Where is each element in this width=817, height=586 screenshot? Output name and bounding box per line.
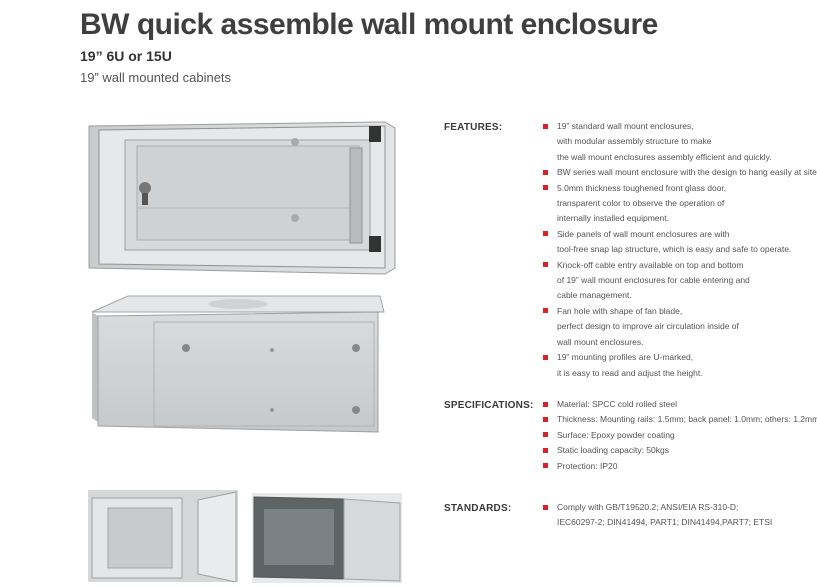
- specifications-item-line: Protection: IP20: [557, 460, 618, 471]
- page-tagline: 19” wall mounted cabinets: [80, 70, 232, 85]
- features-item: Knock-off cable entry available on top a…: [541, 258, 811, 304]
- features-item-line: Knock-off cable entry available on top a…: [557, 259, 744, 270]
- features-item-line: BW series wall mount enclosure with the …: [557, 167, 817, 178]
- features-item: 19” mounting profiles are U-marked, it is…: [541, 350, 811, 381]
- features-item: Fan hole with shape of fan blade, perfect…: [541, 304, 811, 350]
- specifications-item: Static loading capacity: 50kgs: [541, 443, 811, 458]
- features-item-line: Side panels of wall mount enclosures are…: [557, 228, 730, 239]
- glass-door-enclosure-image: [88, 121, 396, 275]
- closed-enclosure-image: [91, 295, 385, 433]
- features-item: 19” standard wall mount enclosures, with …: [541, 119, 811, 165]
- features-list: 19” standard wall mount enclosures, with …: [541, 119, 817, 381]
- standards-list: Comply with GB/T19520.2; ANSI/EIA RS-310…: [541, 500, 811, 531]
- features-item-line: perfect design to improve air circulatio…: [557, 321, 739, 332]
- features-item-line: 19” mounting profiles are U-marked,: [557, 352, 694, 363]
- features-item-line: transparent color to observe the operati…: [557, 198, 725, 209]
- specifications-item: Protection: IP20: [541, 459, 811, 474]
- page-title: BW quick assemble wall mount enclosure: [80, 8, 658, 41]
- features-item-line: internally installed equipment.: [557, 213, 669, 224]
- standards-item-line: Comply with GB/T19520.2; ANSI/EIA RS-310…: [557, 502, 739, 512]
- features-item-line: Fan hole with shape of fan blade,: [557, 305, 683, 316]
- glass-enclosure-image: [252, 493, 402, 583]
- specifications-item-line: Static loading capacity: 50kgs: [557, 445, 669, 456]
- features-item-line: of 19” wall mount enclosures for cable e…: [557, 275, 750, 286]
- features-item-line: 19” standard wall mount enclosures,: [557, 121, 694, 131]
- features-item: 5.0mm thickness toughened front glass do…: [541, 181, 811, 227]
- specifications-item: Surface: Epoxy powder coating: [541, 428, 811, 443]
- standards-item-line: IEC60297-2; DIN41494, PART1; DIN41494,PA…: [557, 517, 773, 528]
- features-item: BW series wall mount enclosure with the …: [541, 165, 817, 180]
- standards-item: Comply with GB/T19520.2; ANSI/EIA RS-310…: [541, 500, 811, 531]
- features-item-line: it is easy to read and adjust the height…: [557, 367, 703, 378]
- specifications-item-line: Surface: Epoxy powder coating: [557, 429, 675, 440]
- features-item-line: 5.0mm thickness toughened front glass do…: [557, 182, 727, 193]
- features-label: FEATURES:: [444, 122, 503, 133]
- specifications-label: SPECIFICATIONS:: [444, 400, 534, 411]
- features-item-line: tool-free snap lap structure, which is e…: [557, 244, 792, 255]
- specifications-item-line: Thickness: Mounting rails: 1.5mm; back p…: [557, 414, 817, 425]
- features-item: Side panels of wall mount enclosures are…: [541, 227, 811, 258]
- features-item-line: wall mount enclosures.: [557, 336, 644, 347]
- features-item-line: with modular assembly structure to make: [557, 136, 712, 147]
- features-item-line: the wall mount enclosures assembly effic…: [557, 151, 772, 162]
- specifications-item: Material: SPCC cold rolled steel: [541, 397, 811, 412]
- features-item-line: cable management.: [557, 290, 632, 301]
- page-subtitle: 19” 6U or 15U: [80, 48, 172, 64]
- standards-label: STANDARDS:: [444, 503, 512, 514]
- specifications-item: Thickness: Mounting rails: 1.5mm; back p…: [541, 412, 817, 427]
- open-enclosure-image: [88, 490, 238, 582]
- specifications-item-line: Material: SPCC cold rolled steel: [557, 399, 677, 409]
